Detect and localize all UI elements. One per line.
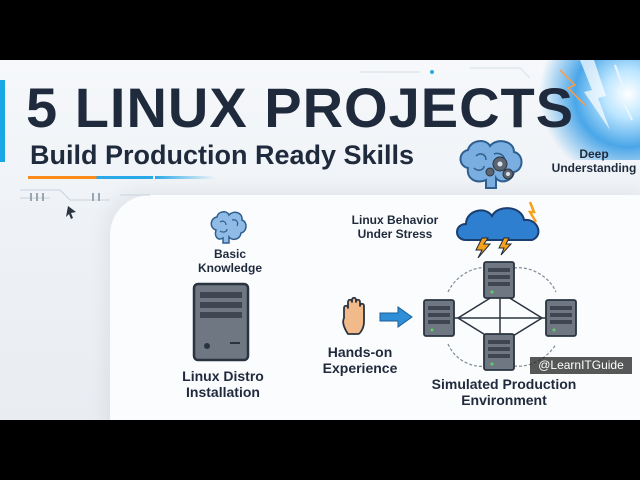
- hand-icon: [342, 296, 365, 335]
- brain-gears-icon: [459, 140, 523, 189]
- deep-line1: Deep: [579, 147, 609, 161]
- lightning-glow: [530, 60, 640, 160]
- basic-line2: Knowledge: [197, 260, 262, 275]
- server-node-right: [545, 299, 577, 337]
- basic-line1: Basic: [213, 247, 247, 261]
- server-icon: [192, 282, 250, 362]
- arrow-right-icon: [379, 306, 413, 328]
- brain-icon: [210, 211, 247, 244]
- basic-knowledge-label: Basic Knowledge: [175, 247, 285, 276]
- simulated-production-label: Simulated Production Environment: [404, 376, 604, 408]
- server-node-bottom: [483, 333, 515, 371]
- stress-line1: Linux Behavior: [351, 213, 439, 227]
- distro-line1: Linux Distro: [182, 368, 264, 384]
- subtitle: Build Production Ready Skills: [30, 140, 415, 170]
- hands-line1: Hands-on: [327, 344, 393, 360]
- stress-line2: Under Stress: [357, 226, 433, 241]
- lightning-bolt-icon: [559, 60, 633, 130]
- accent-strip: [0, 80, 5, 162]
- thumbnail-canvas: 5 LINUX PROJECTS Build Production Ready …: [0, 60, 640, 420]
- accent-bar-fade: [155, 176, 215, 179]
- linux-distro-label: Linux Distro Installation: [158, 368, 288, 400]
- watermark-text: @LearnITGuide: [538, 358, 624, 372]
- linux-behavior-label: Linux Behavior Under Stress: [330, 213, 460, 242]
- server-network-icon: [423, 261, 577, 371]
- accent-bar: [28, 176, 153, 179]
- hands-line2: Experience: [322, 360, 398, 377]
- server-node-top: [483, 261, 515, 299]
- sim-line2: Environment: [461, 392, 547, 409]
- deep-understanding-label: Deep Understanding: [540, 147, 640, 176]
- server-node-left: [423, 299, 455, 337]
- main-title: 5 LINUX PROJECTS: [26, 76, 575, 139]
- distro-line2: Installation: [186, 384, 260, 401]
- hands-on-label: Hands-on Experience: [300, 344, 420, 376]
- storm-cloud-icon: [456, 201, 540, 258]
- channel-watermark: @LearnITGuide: [530, 357, 632, 374]
- deep-line2: Understanding: [551, 160, 637, 175]
- circuit-decoration: [20, 67, 531, 219]
- sim-line1: Simulated Production: [431, 376, 577, 392]
